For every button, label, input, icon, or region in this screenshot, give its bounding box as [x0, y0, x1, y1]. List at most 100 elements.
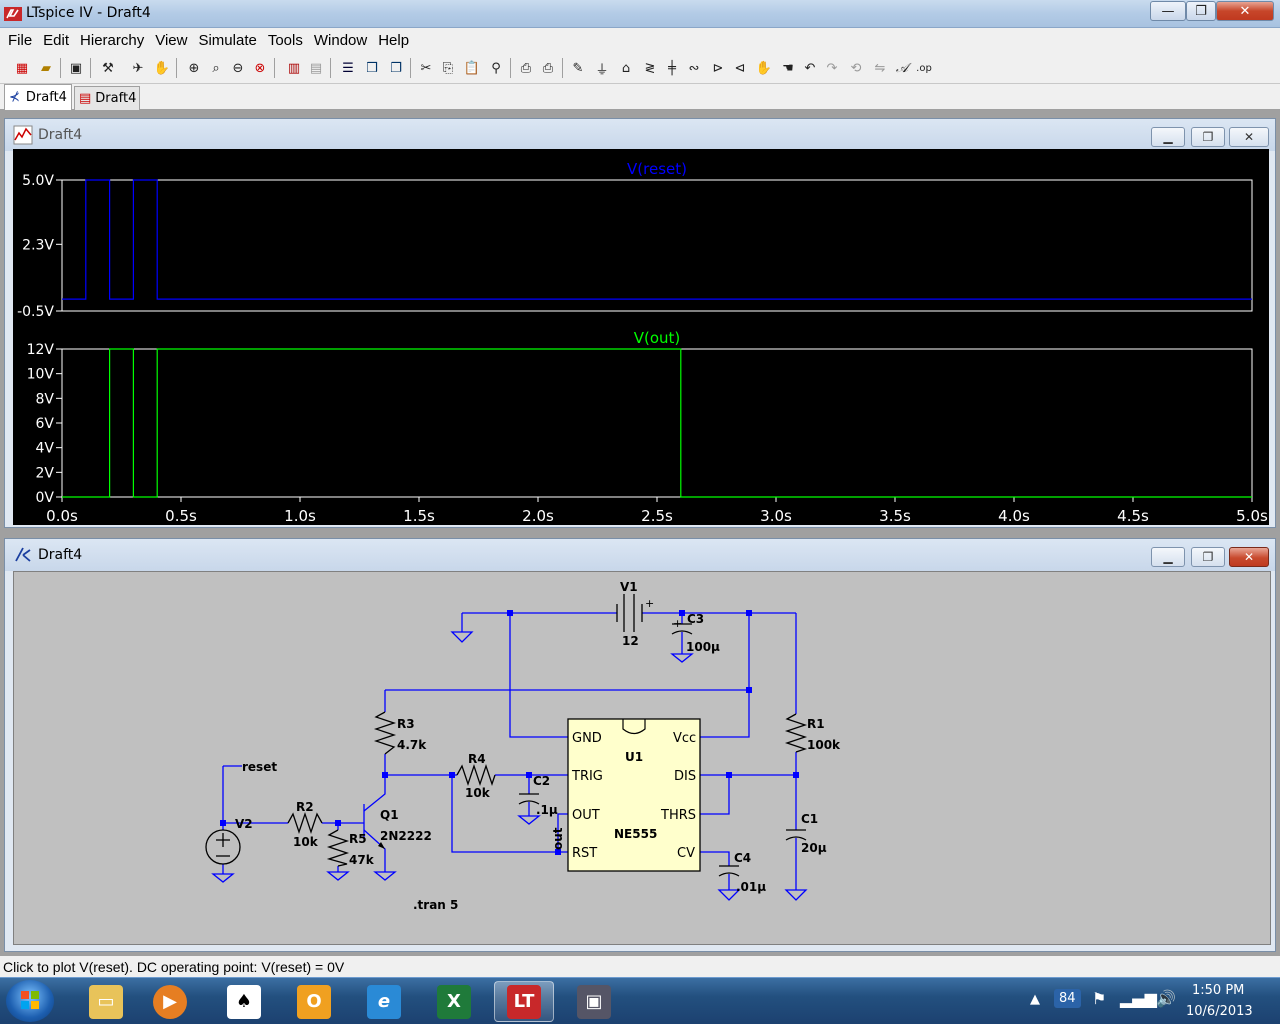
menu-view[interactable]: View [155, 31, 188, 49]
network-signal-icon[interactable]: ▂▄▆ [1120, 989, 1157, 1008]
minimize-button[interactable]: — [1150, 1, 1186, 21]
cascade-icon[interactable]: ❒ [366, 60, 378, 76]
undo-icon[interactable]: ↶ [804, 60, 816, 76]
tab-waveform[interactable]: ▤ Draft4 [74, 86, 140, 110]
copy-icon[interactable]: ⎘ [442, 60, 454, 76]
r1-name: R1 [807, 717, 825, 731]
text-icon[interactable]: 𝒜 [895, 60, 909, 76]
taskbar-ltspice[interactable]: LT [494, 981, 554, 1022]
mirror-icon[interactable]: ⇋ [874, 60, 886, 76]
paste-icon[interactable]: 📋 [463, 60, 481, 76]
menu-edit[interactable]: Edit [43, 31, 70, 49]
taskbar-internet-explorer[interactable]: e [354, 981, 414, 1022]
u1-name: U1 [625, 750, 643, 764]
r4-name: R4 [468, 752, 486, 766]
title-bar: LTspice IV - Draft4 — ❐ ✕ [0, 0, 1280, 28]
find-icon[interactable]: ⚲ [491, 60, 501, 76]
diode-icon[interactable]: ⊳ [712, 60, 724, 76]
inductor-icon[interactable]: ∾ [688, 60, 700, 76]
schematic-restore-button[interactable]: ❐ [1191, 547, 1225, 567]
zoom-fit-icon[interactable]: ⊗ [254, 60, 266, 76]
taskbar-outlook[interactable]: O [284, 981, 344, 1022]
component-icon[interactable]: ⊲ [734, 60, 746, 76]
rotate-icon[interactable]: ⟲ [850, 60, 862, 76]
control-panel-icon[interactable]: ⚒ [102, 60, 114, 76]
spice-directive-icon[interactable]: .op [916, 62, 932, 74]
q1-name: Q1 [380, 808, 399, 822]
start-button[interactable] [6, 980, 54, 1022]
resistor-icon[interactable]: ≷ [644, 60, 656, 76]
zoom-in-icon[interactable]: ⊕ [188, 60, 200, 76]
maximize-button[interactable]: ❐ [1186, 1, 1216, 21]
save-icon[interactable]: ▣ [69, 60, 83, 76]
trace-title[interactable]: V(reset) [627, 160, 687, 178]
c3-value: 100µ [686, 640, 720, 654]
menu-window[interactable]: Window [313, 31, 368, 49]
tile-vertical-icon[interactable]: ❐ [390, 60, 402, 76]
spice-directive[interactable]: .tran 5 [413, 898, 458, 912]
draw-wire-icon[interactable]: ✎ [572, 60, 584, 76]
c1-name: C1 [801, 812, 818, 826]
autorange-icon[interactable]: ▥ [287, 60, 301, 76]
tab-schematic[interactable]: ⊀ Draft4 [4, 84, 72, 110]
trace-line [62, 179, 1252, 300]
waveform-minimize-button[interactable]: ▁ [1151, 127, 1185, 147]
schematic-canvas[interactable]: GND Vcc TRIG DIS OUT THRS RST CV U1 NE55… [13, 571, 1271, 945]
zoom-out-icon[interactable]: ⊖ [232, 60, 244, 76]
schematic-close-button[interactable]: ✕ [1229, 547, 1269, 567]
r2-value: 10k [293, 835, 319, 849]
taskbar-explorer[interactable]: ▭ [76, 981, 136, 1022]
q1-value: 2N2222 [380, 829, 432, 843]
tray-count-badge[interactable]: 84 [1054, 989, 1081, 1008]
schematic-minimize-button[interactable]: ▁ [1151, 547, 1185, 567]
waveform-close-button[interactable]: ✕ [1229, 127, 1269, 147]
print-setup-icon[interactable]: ⎙ [520, 60, 532, 76]
taskbar-media-player[interactable]: ▶ [140, 981, 200, 1022]
u1-ic-body[interactable] [567, 718, 701, 872]
pin-gnd-label: GND [572, 731, 602, 746]
taskbar-solitaire[interactable]: ♠ [214, 981, 274, 1022]
waveform-window-titlebar[interactable]: Draft4 ▁ ❐ ✕ [5, 119, 1275, 151]
tile-horizontal-icon[interactable]: ☰ [342, 60, 354, 76]
zoom-area-icon[interactable]: ⌕ [212, 60, 220, 76]
v2-source [205, 829, 241, 865]
taskbar-excel[interactable]: X [424, 981, 484, 1022]
capacitor-icon[interactable]: ╪ [668, 60, 676, 76]
action-center-flag-icon[interactable]: ⚑ [1092, 989, 1107, 1008]
taskbar-monitor[interactable]: ▣ [564, 981, 624, 1022]
schematic-svg[interactable]: GND Vcc TRIG DIS OUT THRS RST CV U1 NE55… [14, 572, 1272, 946]
print-icon[interactable]: ⎙ [542, 60, 554, 76]
run-icon[interactable]: ✈ [132, 60, 144, 76]
pan-icon[interactable]: ✋ [153, 60, 171, 76]
clock-date[interactable]: 10/6/2013 [1186, 1004, 1253, 1019]
status-text: Click to plot V(reset). DC operating poi… [3, 959, 345, 975]
clock-time[interactable]: 1:50 PM [1192, 983, 1245, 998]
move-icon[interactable]: ✋ [755, 60, 773, 76]
menu-file[interactable]: File [8, 31, 33, 49]
new-schematic-icon[interactable]: ▦ [15, 60, 29, 76]
ground-icon[interactable]: ⏚ [595, 62, 609, 78]
taskbar: ▭ ▶ ♠ O e X LT ▣ ▲ 84 ⚑ ▂▄▆ 🔊 1:50 PM 10… [0, 977, 1280, 1024]
menu-tools[interactable]: Tools [267, 31, 303, 49]
grid-icon[interactable]: ▤ [309, 60, 323, 76]
menu-hierarchy[interactable]: Hierarchy [80, 31, 145, 49]
redo-icon[interactable]: ↷ [826, 60, 838, 76]
drag-icon[interactable]: ☚ [782, 60, 794, 76]
close-button[interactable]: ✕ [1216, 1, 1274, 21]
cut-icon[interactable]: ✂ [420, 60, 432, 76]
x-tick-label: 4.0s [998, 507, 1030, 525]
schematic-window-titlebar[interactable]: Draft4 ▁ ❐ ✕ [5, 539, 1275, 571]
menu-help[interactable]: Help [378, 31, 410, 49]
menu-simulate[interactable]: Simulate [198, 31, 257, 49]
waveform-restore-button[interactable]: ❐ [1191, 127, 1225, 147]
open-icon[interactable]: ▰ [41, 60, 51, 76]
tab-label: Draft4 [25, 90, 67, 105]
volume-icon[interactable]: 🔊 [1156, 989, 1176, 1008]
trace-title[interactable]: V(out) [634, 329, 681, 347]
show-hidden-icons-icon[interactable]: ▲ [1030, 992, 1040, 1007]
waveform-svg[interactable]: V(reset)5.0V2.3V-0.5VV(out)12V10V8V6V4V2… [13, 149, 1269, 525]
label-net-icon[interactable]: ⌂ [621, 60, 631, 76]
toolbar-separator [330, 58, 331, 78]
y-tick-label: 4V [36, 441, 55, 457]
